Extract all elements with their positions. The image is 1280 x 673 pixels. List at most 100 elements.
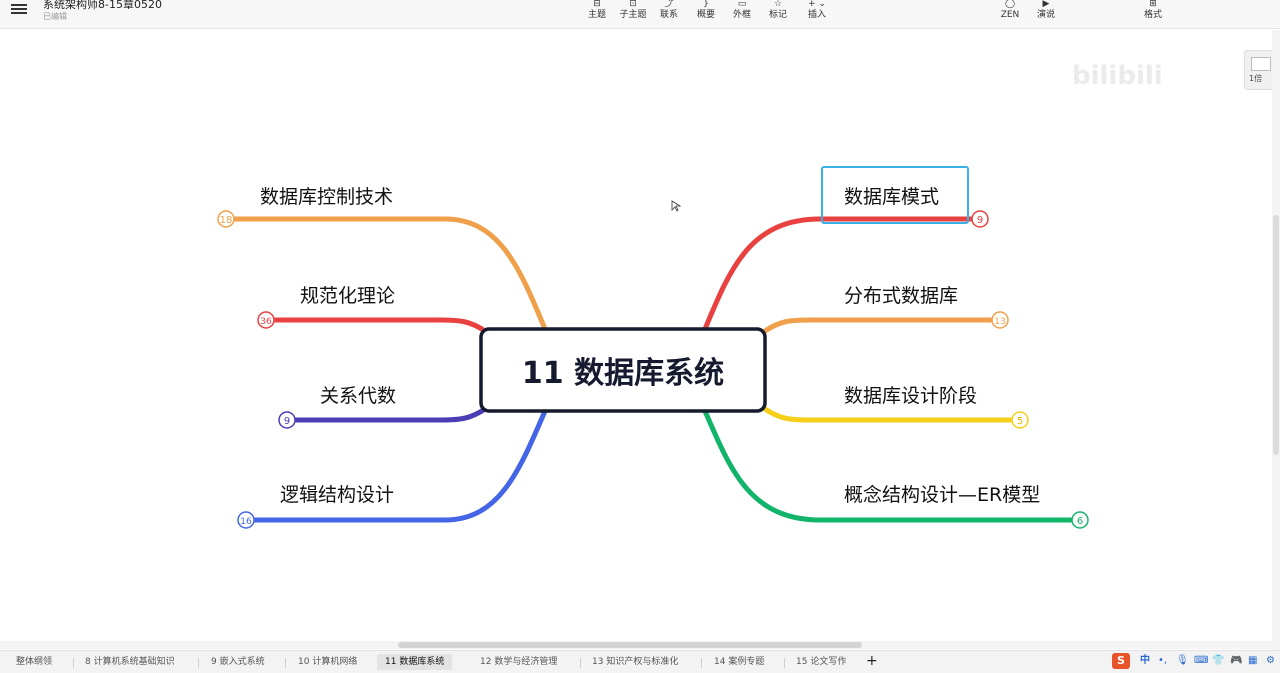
tab-divider <box>580 658 581 668</box>
branch-count: 9 <box>284 416 290 427</box>
branch-label: 逻辑结构设计 <box>280 484 394 506</box>
central-topic-box <box>479 327 767 413</box>
count-badge[interactable] <box>217 210 235 228</box>
menu-icon[interactable] <box>11 2 27 16</box>
relationship-button[interactable]: ⤴联系 <box>649 0 689 26</box>
boundary-button[interactable]: ▭外框 <box>722 0 762 26</box>
tab-overview[interactable]: 整体纲领 <box>16 657 53 667</box>
count-badge[interactable] <box>257 311 275 329</box>
branch-count: 16 <box>240 517 252 527</box>
zoom-panel[interactable]: 1倍 <box>1244 50 1276 90</box>
branch-label: 数据库模式 <box>844 186 939 208</box>
count-badge[interactable] <box>237 511 255 529</box>
sheet-tab-bar: 整体纲领 8 计算机系统基础知识 9 嵌入式系统 10 计算机网络 11 数据库… <box>0 650 1280 673</box>
count-badge[interactable] <box>971 210 989 228</box>
relationship-icon: ⤴ <box>664 0 674 9</box>
branch-line <box>762 317 995 334</box>
branch-line <box>251 408 548 523</box>
branch-count: 9 <box>977 215 983 226</box>
watermark-logo: bilibili <box>1072 61 1163 91</box>
topic-button[interactable]: ⊟主题 <box>577 0 617 26</box>
tab-divider <box>198 658 199 668</box>
zen-icon: ◯ <box>1004 0 1016 9</box>
mindmap-canvas[interactable]: bilibili 18 数据库控制技术 36 规范化理论 9 关系代数 16 逻… <box>0 29 1280 653</box>
pitch-button[interactable]: ▶演说 <box>1026 0 1066 26</box>
branch-label: 规范化理论 <box>300 285 395 307</box>
branch-label: 概念结构设计—ER模型 <box>844 483 1040 506</box>
format-icon: ⊞ <box>1149 0 1157 9</box>
branch-count: 13 <box>994 317 1005 327</box>
summary-button[interactable]: }概要 <box>686 0 726 26</box>
branch-count: 18 <box>220 215 233 226</box>
pitch-icon: ▶ <box>1042 0 1050 9</box>
mindmap: 18 数据库控制技术 36 规范化理论 9 关系代数 16 逻辑结构设计 9 <box>217 166 1089 529</box>
branch-line <box>762 406 1015 423</box>
insert-icon: + ⌄ <box>808 0 826 9</box>
selection-box <box>821 166 969 224</box>
branch-normalization[interactable]: 36 规范化理论 <box>257 285 488 334</box>
boundary-icon: ▭ <box>737 0 747 9</box>
vertical-scroll-thumb[interactable] <box>1273 215 1279 455</box>
branch-label: 关系代数 <box>320 385 396 407</box>
ime-language[interactable]: 中 <box>1140 655 1150 666</box>
branch-line <box>702 408 1075 523</box>
microphone-icon[interactable]: 🎙 <box>1176 655 1189 666</box>
skin-icon[interactable]: 👕 <box>1212 655 1225 666</box>
document-title[interactable]: 系统架构师8-15章0520 <box>43 0 162 11</box>
subtopic-button[interactable]: ⊡子主题 <box>613 0 653 26</box>
count-badge[interactable] <box>1011 411 1029 429</box>
marker-button[interactable]: ☆标记 <box>758 0 798 26</box>
tab-chapter-15[interactable]: 15 论文写作 <box>796 657 847 667</box>
toolbox-icon[interactable]: ▦ <box>1248 655 1258 666</box>
branch-logical-design[interactable]: 16 逻辑结构设计 <box>237 408 548 529</box>
branch-database-schema[interactable]: 9 数据库模式 <box>702 166 989 332</box>
top-toolbar: 系统架构师8-15章0520 已编辑 ⊟主题 ⊡子主题 ⤴联系 }概要 ▭外框 … <box>0 0 1280 29</box>
count-badge[interactable] <box>1071 511 1089 529</box>
zen-button[interactable]: ◯ZEN <box>990 0 1030 26</box>
keyboard-icon[interactable]: ⌨ <box>1194 655 1209 666</box>
ime-logo-icon[interactable]: S <box>1112 653 1130 669</box>
branch-line <box>229 216 548 332</box>
central-topic[interactable]: 11 数据库系统 <box>479 327 767 413</box>
tab-divider <box>73 658 74 668</box>
subtopic-icon: ⊡ <box>629 0 637 9</box>
punctuation-icon[interactable]: •, <box>1158 655 1168 666</box>
tab-divider <box>784 658 785 668</box>
settings-icon[interactable]: ⚙ <box>1266 655 1275 666</box>
branch-design-stages[interactable]: 5 数据库设计阶段 <box>762 385 1029 429</box>
branch-count: 6 <box>1077 516 1083 527</box>
horizontal-scroll-thumb[interactable] <box>398 642 862 648</box>
count-badge[interactable] <box>991 311 1009 329</box>
zoom-label: 1倍 <box>1249 74 1263 83</box>
tab-chapter-8[interactable]: 8 计算机系统基础知识 <box>85 657 175 667</box>
count-badge[interactable] <box>278 411 296 429</box>
tab-chapter-13[interactable]: 13 知识产权与标准化 <box>592 657 679 667</box>
tab-chapter-14[interactable]: 14 案例专题 <box>714 657 765 667</box>
tab-chapter-12[interactable]: 12 数学与经济管理 <box>480 657 558 667</box>
branch-label: 数据库设计阶段 <box>844 385 977 407</box>
summary-icon: } <box>703 0 709 9</box>
branch-database-control[interactable]: 18 数据库控制技术 <box>217 186 548 332</box>
document-status: 已编辑 <box>43 12 67 21</box>
tab-divider <box>285 658 286 668</box>
add-sheet-button[interactable]: + <box>866 653 878 669</box>
branch-line <box>271 317 488 334</box>
topic-icon: ⊟ <box>593 0 601 9</box>
vertical-scrollbar[interactable] <box>1272 30 1280 650</box>
game-icon[interactable]: 🎮 <box>1230 655 1243 666</box>
branch-relational-algebra[interactable]: 9 关系代数 <box>278 385 488 429</box>
marker-icon: ☆ <box>773 0 783 9</box>
format-button[interactable]: ⊞格式 <box>1133 0 1173 26</box>
branch-count: 36 <box>260 317 272 327</box>
central-topic-label: 11 数据库系统 <box>522 356 724 391</box>
branch-distributed-db[interactable]: 13 分布式数据库 <box>762 285 1009 334</box>
tab-chapter-9[interactable]: 9 嵌入式系统 <box>211 657 265 667</box>
mouse-cursor-icon <box>671 200 682 212</box>
branch-conceptual-design[interactable]: 6 概念结构设计—ER模型 <box>702 408 1089 529</box>
branch-label: 分布式数据库 <box>844 285 958 307</box>
tab-chapter-11[interactable]: 11 数据库系统 <box>377 654 453 670</box>
branch-line <box>702 216 974 332</box>
insert-button[interactable]: + ⌄插入 <box>797 0 837 26</box>
horizontal-scrollbar[interactable] <box>0 641 1280 649</box>
tab-chapter-10[interactable]: 10 计算机网络 <box>298 657 358 667</box>
